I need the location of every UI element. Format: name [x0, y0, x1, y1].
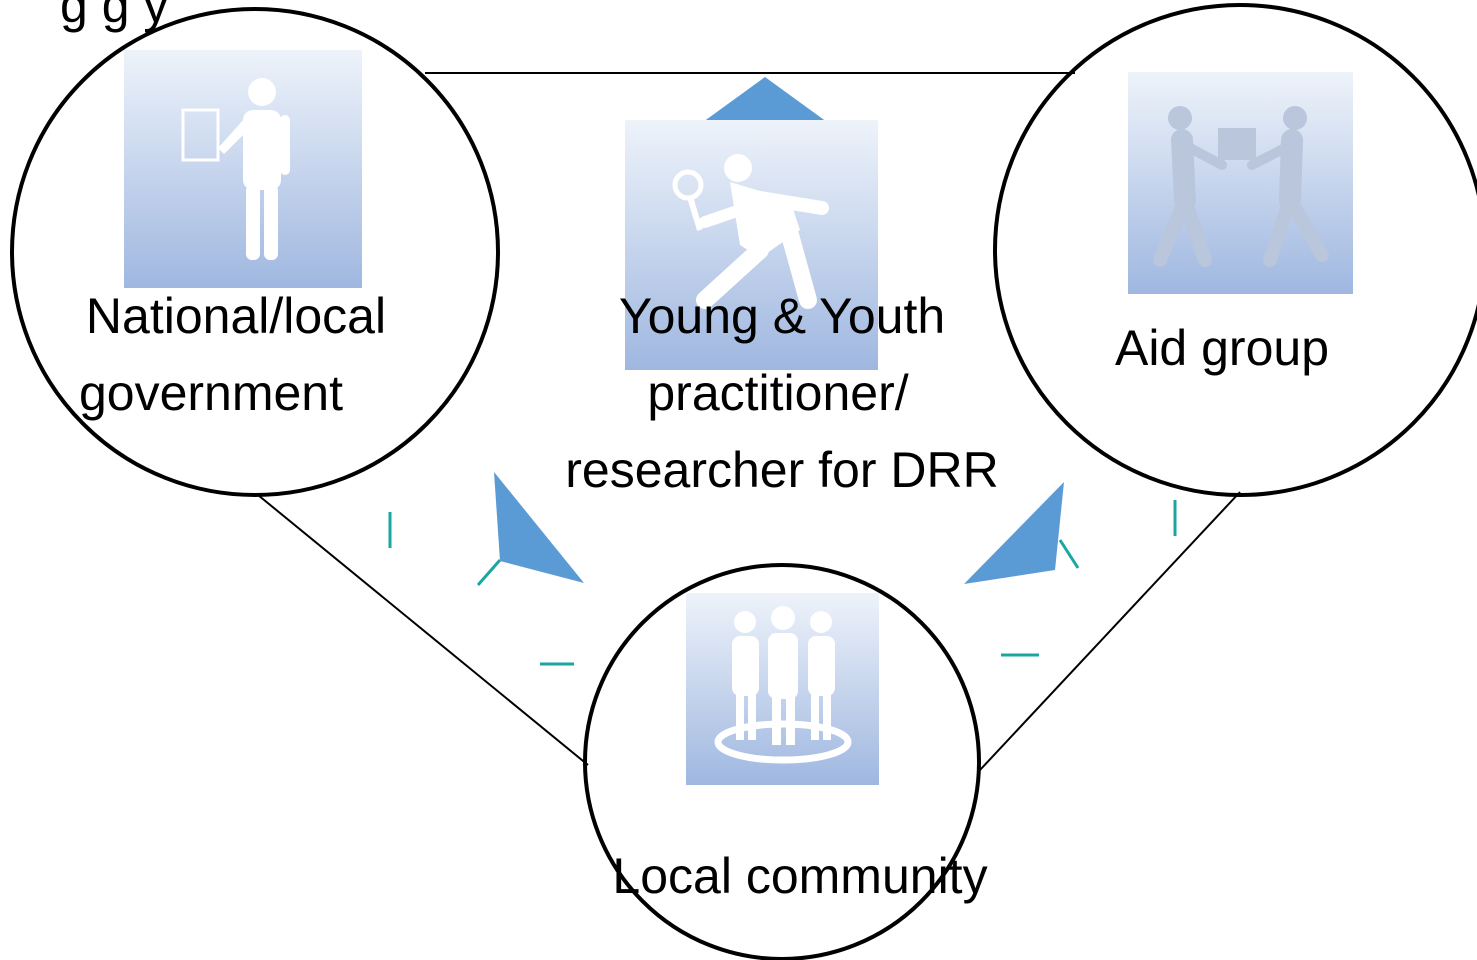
arrowhead-up	[692, 77, 838, 130]
youth-label-line3: researcher for DRR	[565, 442, 998, 498]
youth-label-line2: practitioner/	[647, 365, 908, 421]
group-of-people-icon	[714, 606, 852, 764]
community-label: Local community	[612, 848, 987, 904]
investigator-with-magnifying-glass-icon	[672, 154, 829, 309]
government-label-line2: government	[79, 365, 343, 421]
two-people-carrying-box-icon	[1153, 106, 1329, 267]
tick-mark	[1058, 539, 1080, 569]
connector-line-left	[257, 494, 589, 766]
aid-circle	[993, 3, 1477, 497]
government-label-line1: National/local	[86, 288, 386, 344]
node-youth-researcher: Young & Youth practitioner/ researcher f…	[565, 120, 999, 498]
tick-mark	[476, 559, 502, 586]
community-circle	[583, 563, 981, 960]
aid-label: Aid group	[1115, 320, 1329, 376]
connector-line-right	[979, 491, 1241, 771]
arrowhead-right	[964, 482, 1064, 584]
node-local-community: Local community	[583, 563, 988, 960]
youth-label-line1: Young & Youth	[619, 288, 945, 344]
node-aid-group: Aid group	[993, 3, 1477, 497]
arrowhead-left	[494, 472, 584, 583]
government-circle	[10, 7, 500, 497]
node-government: National/local government	[10, 7, 500, 497]
title-fragment: g g y	[60, 0, 168, 33]
businessman-with-document-icon	[181, 78, 290, 260]
